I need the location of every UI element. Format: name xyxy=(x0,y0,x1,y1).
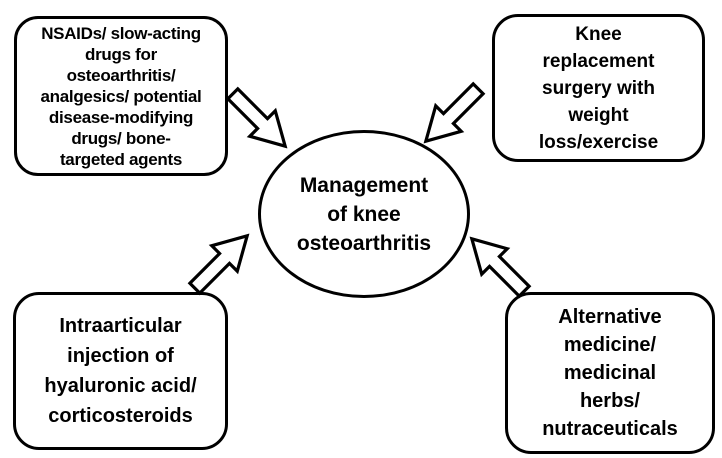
node-nsaids-drugs-label: NSAIDs/ slow-acting drugs for osteoarthr… xyxy=(40,23,202,169)
block-arrow-southeast-icon xyxy=(225,86,288,149)
node-center-management: Management of knee osteoarthritis xyxy=(258,130,470,298)
node-intraarticular-injection-label: Intraarticular injection of hyaluronic a… xyxy=(44,315,197,427)
node-alternative-medicine: Alternative medicine/ medicinal herbs/ n… xyxy=(505,292,715,454)
node-knee-replacement-surgery: Knee replacement surgery with weight los… xyxy=(492,14,705,162)
node-intraarticular-injection: Intraarticular injection of hyaluronic a… xyxy=(13,292,228,450)
node-nsaids-drugs: NSAIDs/ slow-acting drugs for osteoarthr… xyxy=(14,16,228,176)
node-alternative-medicine-label: Alternative medicine/ medicinal herbs/ n… xyxy=(542,306,678,440)
node-center-management-label: Management of knee osteoarthritis xyxy=(296,173,432,255)
node-knee-replacement-surgery-label: Knee replacement surgery with weight los… xyxy=(538,23,659,153)
block-arrow-northeast-icon xyxy=(187,233,250,296)
block-arrow-northwest-icon xyxy=(469,236,532,299)
block-arrow-southwest-icon xyxy=(423,81,486,144)
